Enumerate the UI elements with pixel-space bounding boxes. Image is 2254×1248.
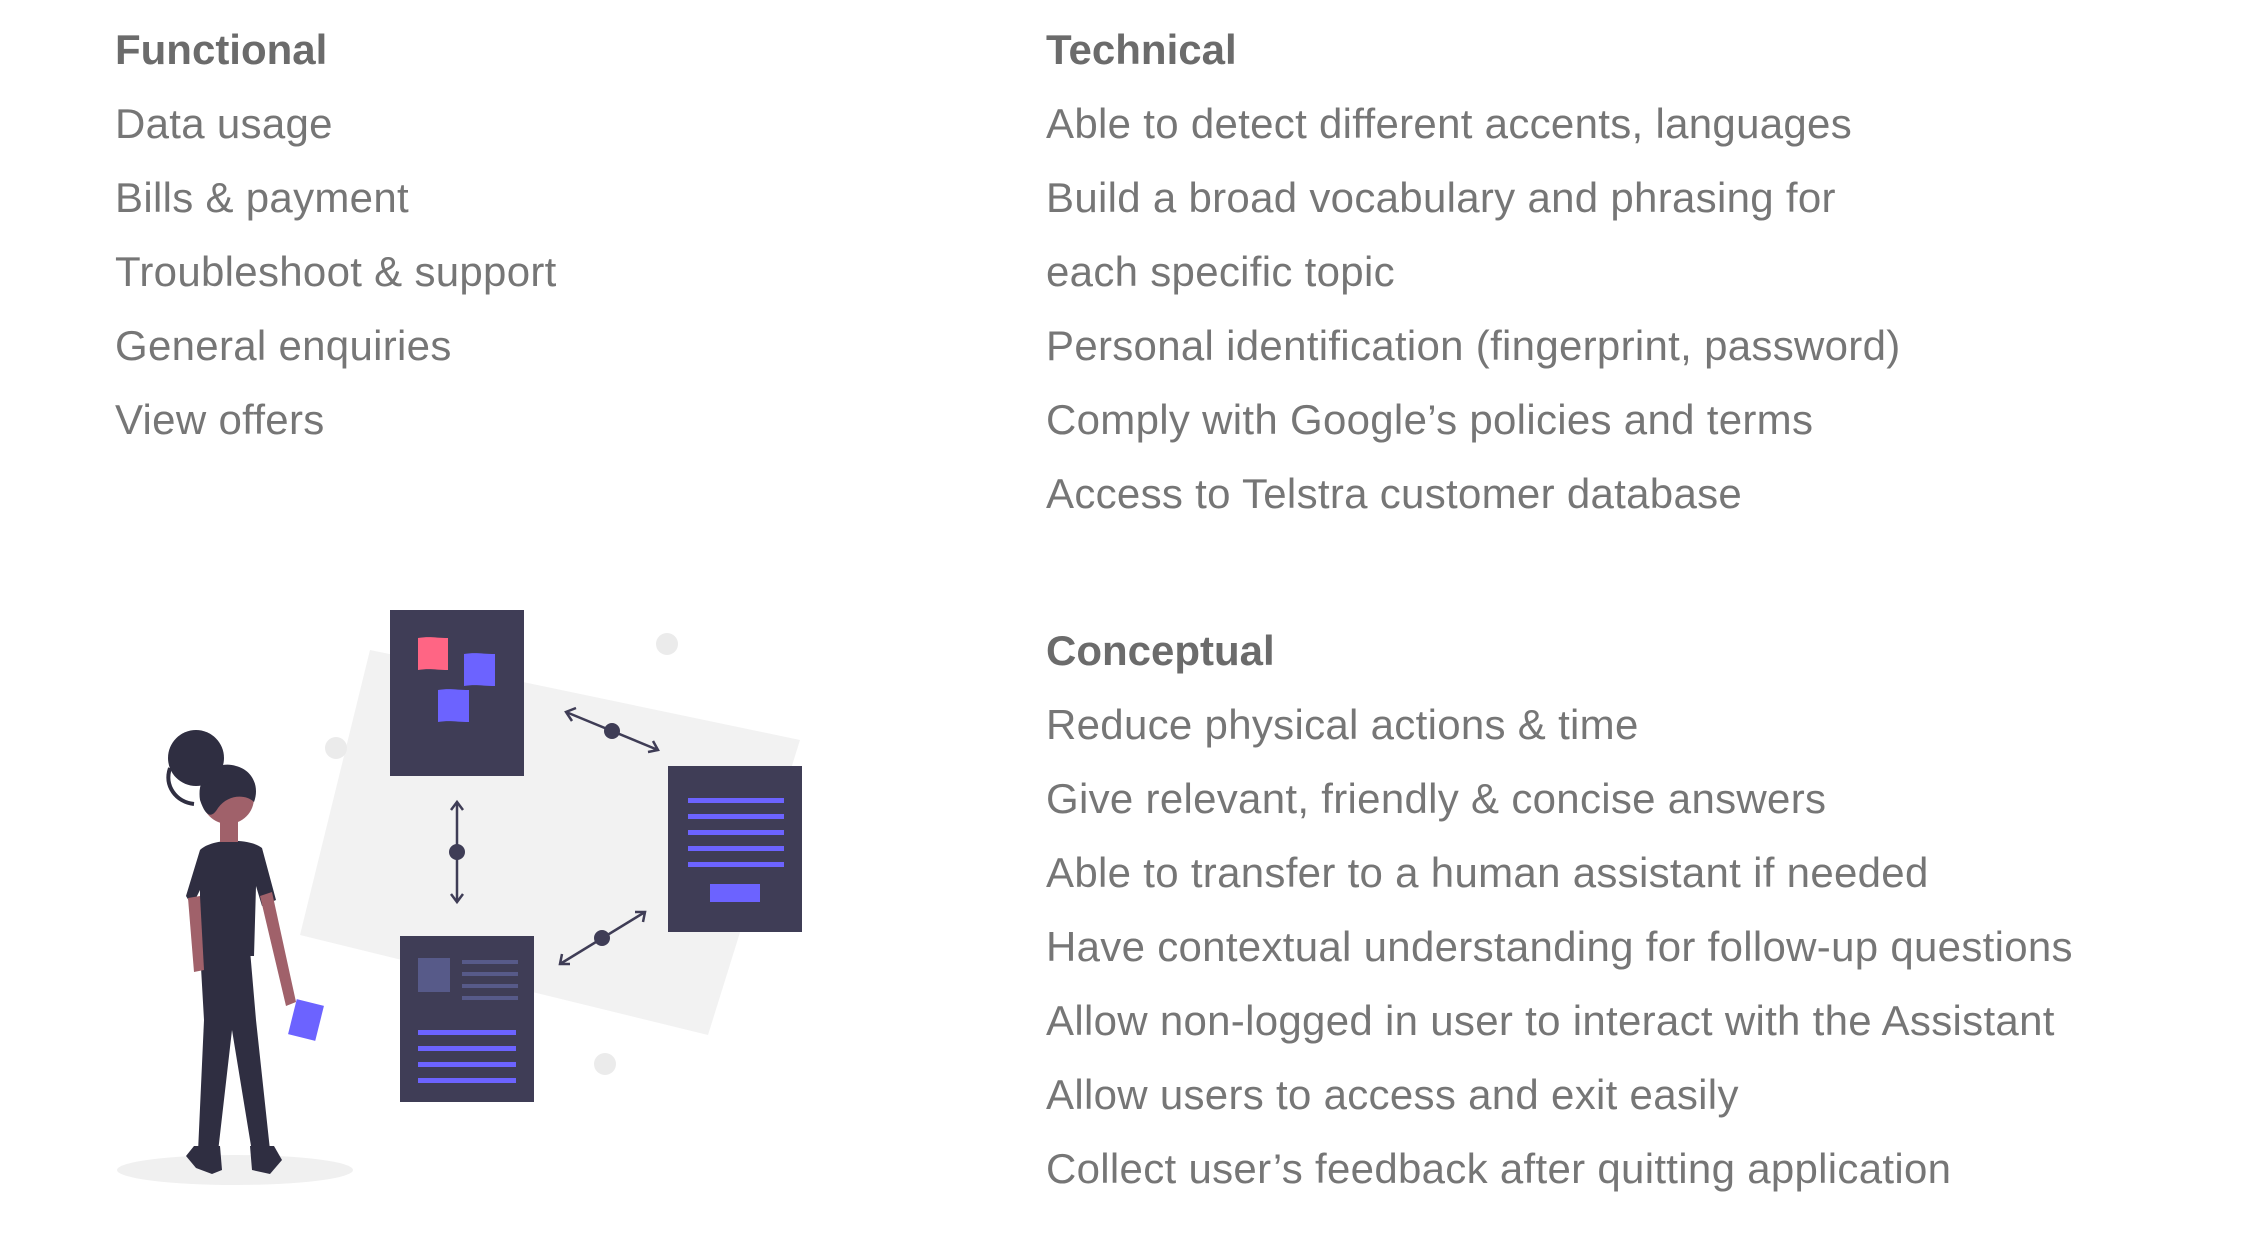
- conceptual-item: Give relevant, friendly & concise answer…: [1046, 775, 1827, 822]
- technical-item: Personal identification (fingerprint, pa…: [1046, 322, 1901, 369]
- functional-item: Bills & payment: [115, 174, 409, 221]
- technical-heading: Technical: [1046, 26, 1237, 73]
- text-document-card: [668, 766, 802, 932]
- technical-item: Access to Telstra customer database: [1046, 470, 1743, 517]
- conceptual-item: Able to transfer to a human assistant if…: [1046, 849, 1929, 896]
- functional-section: Functional Data usage Bills & payment Tr…: [115, 24, 557, 468]
- functional-item: View offers: [115, 396, 325, 443]
- technical-item: Comply with Google’s policies and terms: [1046, 396, 1814, 443]
- woman-viewing-documents-illustration: [117, 610, 802, 1185]
- technical-list: Able to detect different accents, langua…: [1046, 98, 1901, 520]
- floating-dot: [656, 633, 678, 655]
- conceptual-item: Have contextual understanding for follow…: [1046, 923, 2073, 970]
- functional-item: Troubleshoot & support: [115, 248, 557, 295]
- conceptual-item: Reduce physical actions & time: [1046, 701, 1639, 748]
- functional-heading: Functional: [115, 26, 328, 73]
- connector-dot: [604, 723, 620, 739]
- sticky-notes-card: [390, 610, 524, 776]
- conceptual-item: Allow non-logged in user to interact wit…: [1046, 997, 2055, 1044]
- conceptual-list: Reduce physical actions & time Give rele…: [1046, 699, 2073, 1195]
- technical-item: Able to detect different accents, langua…: [1046, 100, 1852, 147]
- conceptual-item: Collect user’s feedback after quitting a…: [1046, 1145, 1952, 1192]
- technical-section: Technical Able to detect different accen…: [1046, 24, 1901, 542]
- article-document-card: [400, 936, 534, 1102]
- functional-item: General enquiries: [115, 322, 452, 369]
- functional-list: Data usage Bills & payment Troubleshoot …: [115, 98, 557, 446]
- technical-item: each specific topic: [1046, 248, 1395, 295]
- woman-figure: [117, 730, 353, 1185]
- floating-dot: [325, 737, 347, 759]
- conceptual-item: Allow users to access and exit easily: [1046, 1071, 1739, 1118]
- functional-item: Data usage: [115, 100, 333, 147]
- conceptual-heading: Conceptual: [1046, 627, 1275, 674]
- conceptual-section: Conceptual Reduce physical actions & tim…: [1046, 625, 2073, 1217]
- connector-dot: [594, 930, 610, 946]
- connector-dot: [449, 844, 465, 860]
- floating-dot: [594, 1053, 616, 1075]
- technical-item: Build a broad vocabulary and phrasing fo…: [1046, 174, 1836, 221]
